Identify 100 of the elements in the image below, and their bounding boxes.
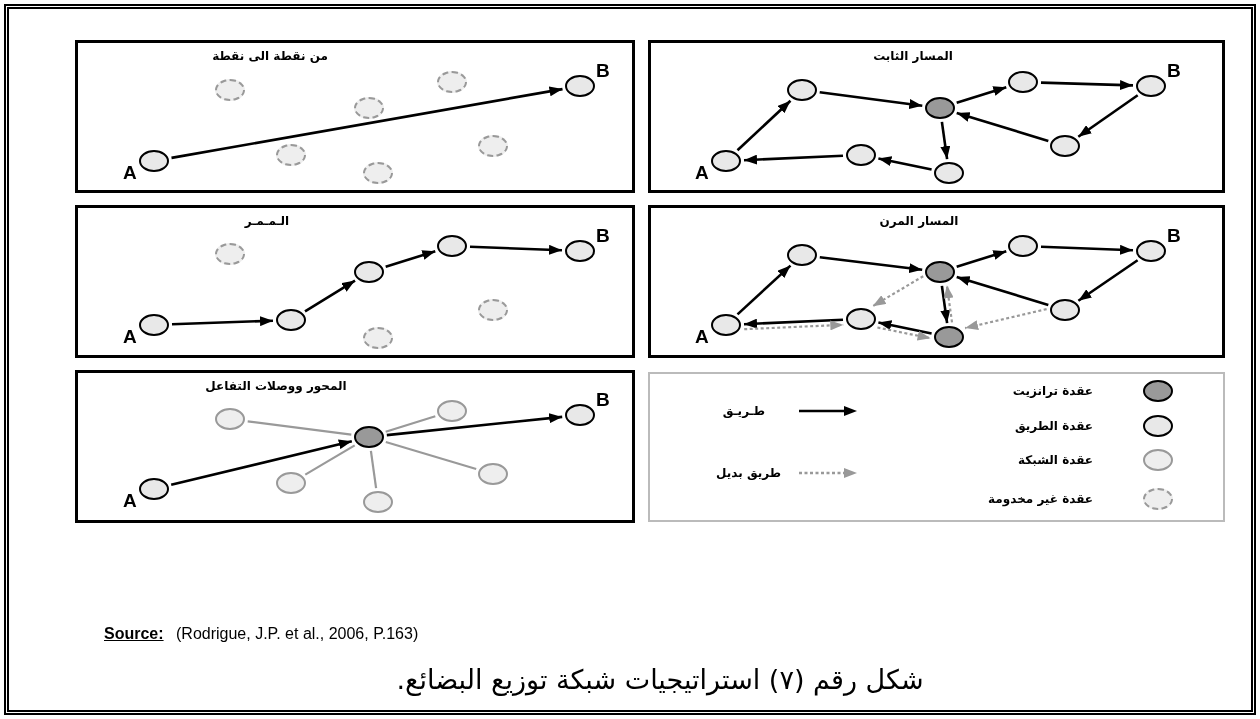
panel-box [648, 40, 1225, 193]
arrow [736, 99, 792, 152]
road-node [1008, 71, 1038, 93]
unserved-node [363, 327, 393, 349]
panel-title: من نقطة الى نقطة [211, 49, 329, 63]
arrow [878, 320, 932, 335]
unserved-node [215, 79, 245, 101]
road-node [1136, 75, 1166, 97]
road-node [1136, 240, 1166, 262]
road-node [1050, 135, 1080, 157]
legend-label: عقدة الطريق [1014, 418, 1093, 435]
panel-box [648, 205, 1225, 358]
dashed-arrow [872, 275, 924, 308]
arrow [469, 244, 563, 255]
road-node [846, 308, 876, 330]
road-node [437, 235, 467, 257]
road-node [846, 144, 876, 166]
arrow [1077, 94, 1139, 138]
transit-node [934, 326, 964, 348]
road-node [565, 75, 595, 97]
panel-box [75, 370, 635, 523]
arrow [956, 85, 1007, 105]
arrow [956, 111, 1049, 143]
transit-node [925, 97, 955, 119]
road-node [139, 150, 169, 172]
road-node [711, 314, 741, 336]
point-label: A [695, 327, 709, 347]
arrow [171, 86, 563, 160]
connector-line [247, 420, 352, 436]
arrow [386, 413, 563, 437]
network-node [363, 491, 393, 513]
connector-line [385, 440, 477, 471]
road-node [711, 150, 741, 172]
legend-label: عقدة الشبكة [1018, 452, 1093, 469]
road-node [1008, 235, 1038, 257]
citation-text: (Rodrigue, J.P. et al., 2006, P.163) [176, 625, 419, 643]
connector-line [304, 444, 356, 476]
point-label: B [1167, 61, 1181, 81]
panel-box [75, 40, 635, 193]
road-node [354, 261, 384, 283]
dashed-arrow [877, 326, 931, 341]
source-label: Source: [104, 625, 164, 643]
road-node [565, 404, 595, 426]
legend-label: طريق بديل [716, 465, 781, 482]
unserved-node [215, 243, 245, 265]
unserved-node [354, 97, 384, 119]
arrow [819, 91, 923, 109]
arrow [304, 279, 356, 313]
arrow [1040, 244, 1134, 255]
panel-box [75, 205, 635, 358]
legend-label: عقدة غير مخدومة [988, 491, 1093, 508]
road-node [276, 309, 306, 331]
road-node [787, 244, 817, 266]
road-node [934, 162, 964, 184]
point-label: B [596, 390, 610, 410]
arrow [171, 316, 274, 327]
legend-label: طـريـق [722, 403, 765, 420]
network-node [276, 472, 306, 494]
transit-node [354, 426, 384, 448]
network-node [478, 463, 508, 485]
figure-caption: شكل رقم (٧) استراتيجيات شبكة توزيع البضائع. [395, 664, 925, 695]
legend-label: عقدة ترانزيت [1012, 383, 1093, 400]
panel-title: المسار الثابت [872, 49, 954, 63]
arrow [940, 121, 951, 160]
network-node [215, 408, 245, 430]
road-node [787, 79, 817, 101]
arrow [170, 439, 353, 487]
arrow [956, 275, 1049, 307]
road-node [1050, 299, 1080, 321]
road-node [139, 478, 169, 500]
panel-title: الـمـمـر [243, 214, 291, 228]
road-node [565, 240, 595, 262]
arrow [956, 249, 1007, 269]
unserved-node [478, 299, 508, 321]
arrow [385, 249, 436, 269]
unserved-node [276, 144, 306, 166]
arrow [878, 156, 932, 171]
panel-title: المحور ووصلات التفاعل [204, 379, 348, 393]
unserved-node [437, 71, 467, 93]
point-label: A [695, 163, 709, 183]
point-label: A [123, 327, 137, 347]
connector-line [369, 450, 378, 489]
network-node [437, 400, 467, 422]
point-label: B [596, 226, 610, 246]
arrow [1077, 259, 1139, 302]
dashed-arrow [964, 308, 1047, 330]
panel-title: المسار المرن [878, 214, 960, 228]
transit-node [925, 261, 955, 283]
arrow [736, 264, 792, 316]
point-label: A [123, 163, 137, 183]
connector-line [385, 415, 436, 433]
unserved-node [478, 135, 508, 157]
point-label: B [1167, 226, 1181, 246]
point-label: B [596, 61, 610, 81]
arrow [819, 255, 923, 274]
road-node [139, 314, 169, 336]
arrow [1040, 80, 1134, 90]
point-label: A [123, 491, 137, 511]
arrow [743, 154, 844, 165]
unserved-node [363, 162, 393, 184]
